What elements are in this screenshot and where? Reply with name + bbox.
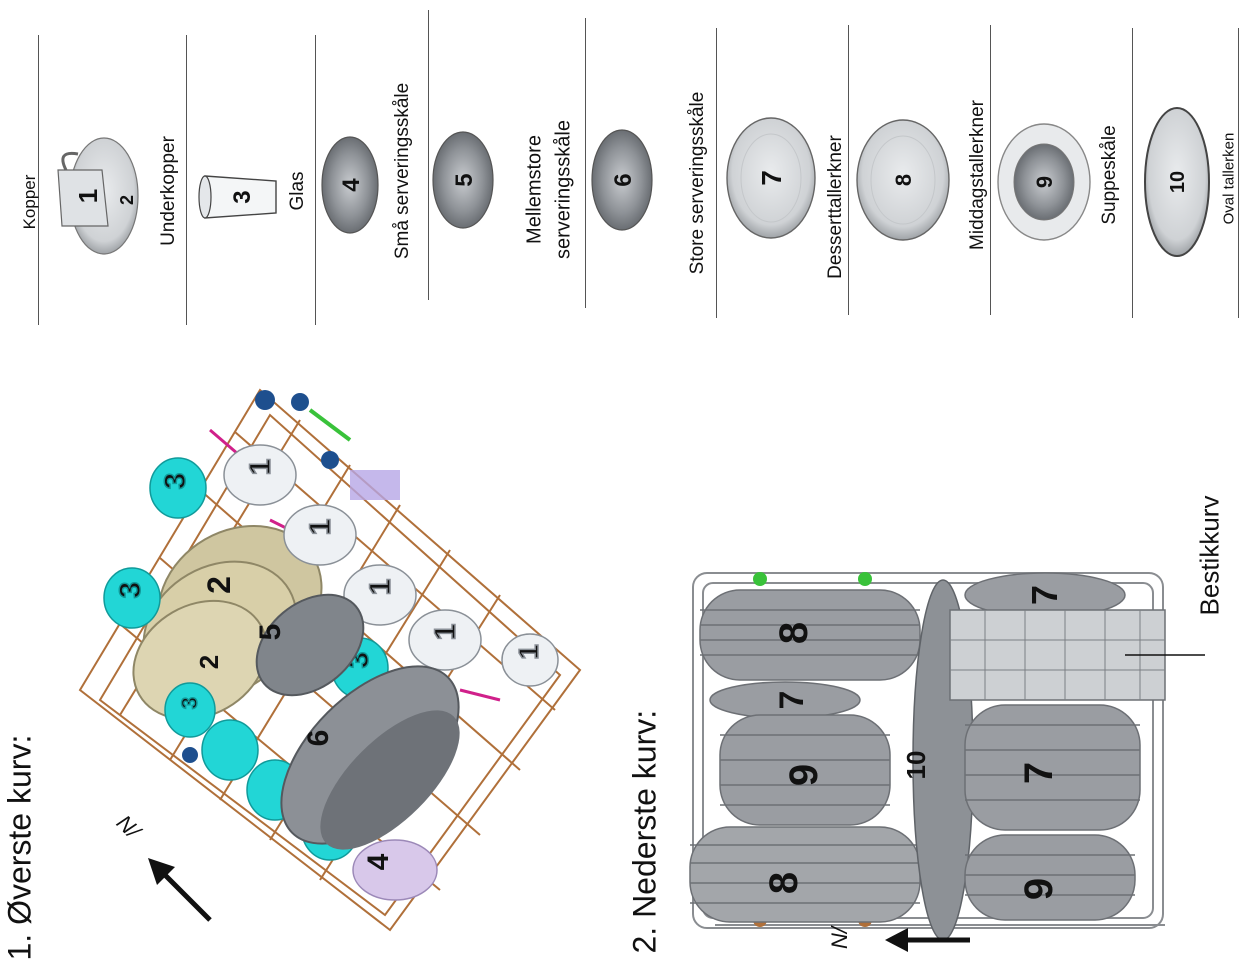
legend-number-8: 8 — [891, 174, 916, 186]
lower-number-soup-left: 9 — [782, 764, 826, 786]
upper-number-cup-e: 1 — [513, 644, 544, 660]
upper-number-cup-c: 1 — [364, 579, 397, 596]
small-bowl: 4 — [353, 840, 437, 900]
upper-number-cup-a: 1 — [244, 459, 277, 476]
soup-bowl-icon: 9 — [998, 124, 1090, 240]
dinner-plate-icon: 8 — [857, 120, 949, 240]
dessert-plate-left: 7 — [710, 682, 860, 718]
upper-number-small-bowl: 4 — [362, 853, 395, 870]
upper-number-medium-bowl: 5 — [254, 624, 287, 641]
legend-number-7: 7 — [756, 170, 787, 186]
lower-number-dessert-top-right: 7 — [1024, 585, 1065, 605]
soup-bowls-left: 9 — [720, 715, 890, 825]
legend-icons: 1 2 3 4 5 6 — [0, 0, 1246, 330]
lower-basket-illustration: 8 7 9 8 10 — [685, 565, 1205, 945]
legend-number-10: 10 — [1167, 171, 1189, 193]
cup-saucer-icon: 1 2 — [58, 138, 138, 254]
lower-number-dinner-top: 8 — [772, 622, 816, 644]
legend-number-2: 2 — [117, 195, 137, 205]
glass-icon: 3 — [199, 176, 276, 218]
lower-basket-title: 2. Nederste kurv: — [627, 684, 664, 954]
lower-direction-arrow-icon — [840, 925, 970, 955]
lower-number-dinner-bottom: 8 — [762, 872, 806, 894]
legend-number-3: 3 — [229, 190, 256, 203]
legend-number-1: 1 — [73, 189, 103, 203]
upper-basket-illustration: 2 2 3 3 3 3 3 3 1 1 — [60, 370, 680, 940]
lower-number-dessert-right: 7 — [1017, 762, 1061, 784]
dessert-plate-icon: 7 — [727, 118, 815, 238]
small-bowl-icon: 4 — [322, 137, 378, 233]
upper-basket-title: 1. Øverste kurv: — [2, 701, 39, 961]
upper-number-glass-b: 3 — [114, 582, 147, 599]
upper-number-cup-b: 1 — [304, 519, 337, 536]
lower-number-dessert-left: 7 — [773, 691, 811, 710]
lower-number-oval: 10 — [901, 751, 931, 780]
lower-arrow-label: N/ — [827, 918, 853, 958]
oval-plate-icon: 10 — [1145, 108, 1209, 256]
upper-number-cup-d: 1 — [429, 624, 462, 641]
dinner-plates-top: 8 — [700, 590, 920, 680]
upper-number-large-bowl: 6 — [302, 730, 335, 747]
upper-number-saucer-b: 2 — [194, 655, 224, 669]
upper-number-glass-c: 3 — [177, 697, 202, 709]
medium-bowl-icon: 5 — [433, 132, 493, 228]
lower-number-soup-right: 9 — [1017, 878, 1061, 900]
upper-direction-arrow-icon — [148, 858, 210, 920]
cutlery-basket-label: Bestikkurv — [1195, 496, 1226, 616]
upper-number-saucer-a: 2 — [201, 576, 237, 594]
soup-bowls-right: 9 — [965, 835, 1135, 920]
legend-number-5: 5 — [451, 173, 478, 186]
upper-number-glass-a: 3 — [159, 473, 192, 490]
legend-number-9: 9 — [1032, 176, 1057, 188]
legend-number-4: 4 — [338, 178, 365, 192]
large-bowl-icon: 6 — [592, 130, 652, 230]
legend-number-6: 6 — [610, 173, 637, 186]
dinner-plates-bottom: 8 — [690, 827, 920, 922]
